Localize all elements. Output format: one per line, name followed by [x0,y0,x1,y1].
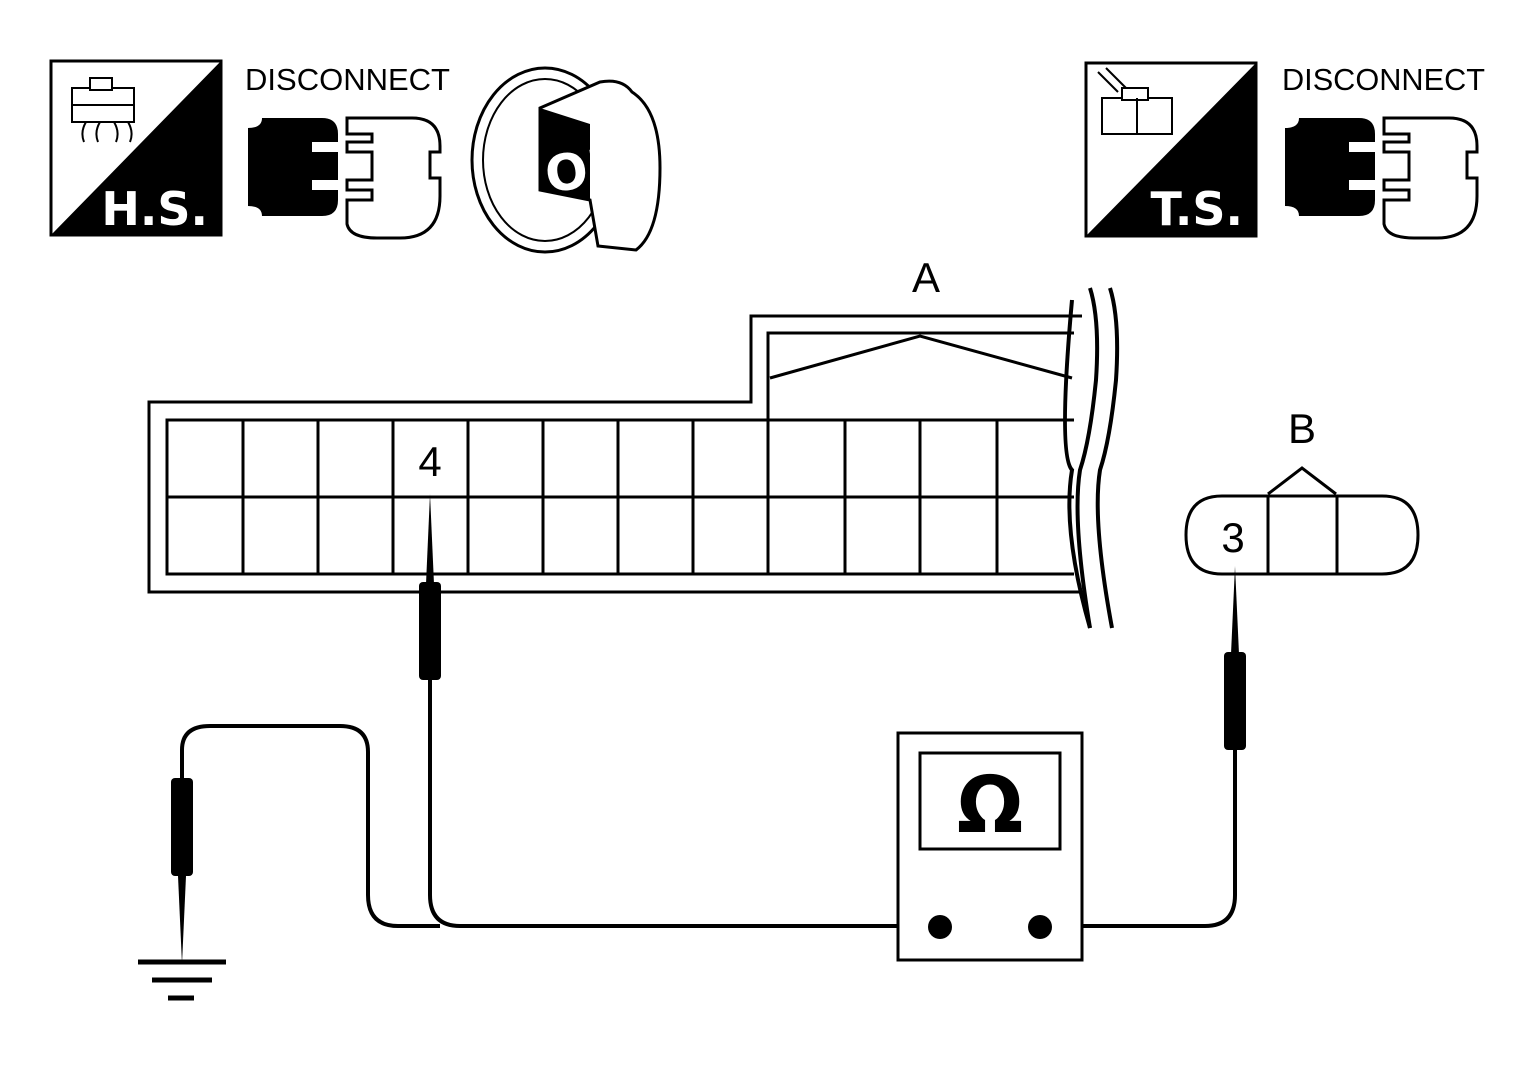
connector-b-label: B [1288,405,1316,452]
connector-a-pin-label: 4 [418,438,441,485]
probe-connector-b [1224,566,1246,750]
connector-b [1184,466,1420,576]
harness-side-label: H.S. [101,182,208,236]
terminal-side-label: T.S. [1151,182,1243,236]
disconnect-label: DISCONNECT [1282,62,1485,97]
disconnect-connector-icon: DISCONNECT [1282,62,1485,240]
connector-a [147,287,1120,629]
test-leads [180,680,1237,928]
ground-icon [138,959,226,1001]
probe-connector-a [419,494,441,680]
probe-ground [171,778,193,964]
disconnect-connector-icon: DISCONNECT [245,62,450,240]
ignition-key-off-icon: OFF [470,66,662,254]
connector-b-pin-label: 3 [1221,514,1244,561]
harness-side-icon: H.S. [49,59,223,237]
ohmmeter-icon [896,731,1084,962]
connector-a-label: A [912,254,940,301]
ohm-symbol: Ω [957,761,1023,851]
terminal-side-icon: T.S. [1084,61,1258,238]
disconnect-label: DISCONNECT [245,62,450,97]
